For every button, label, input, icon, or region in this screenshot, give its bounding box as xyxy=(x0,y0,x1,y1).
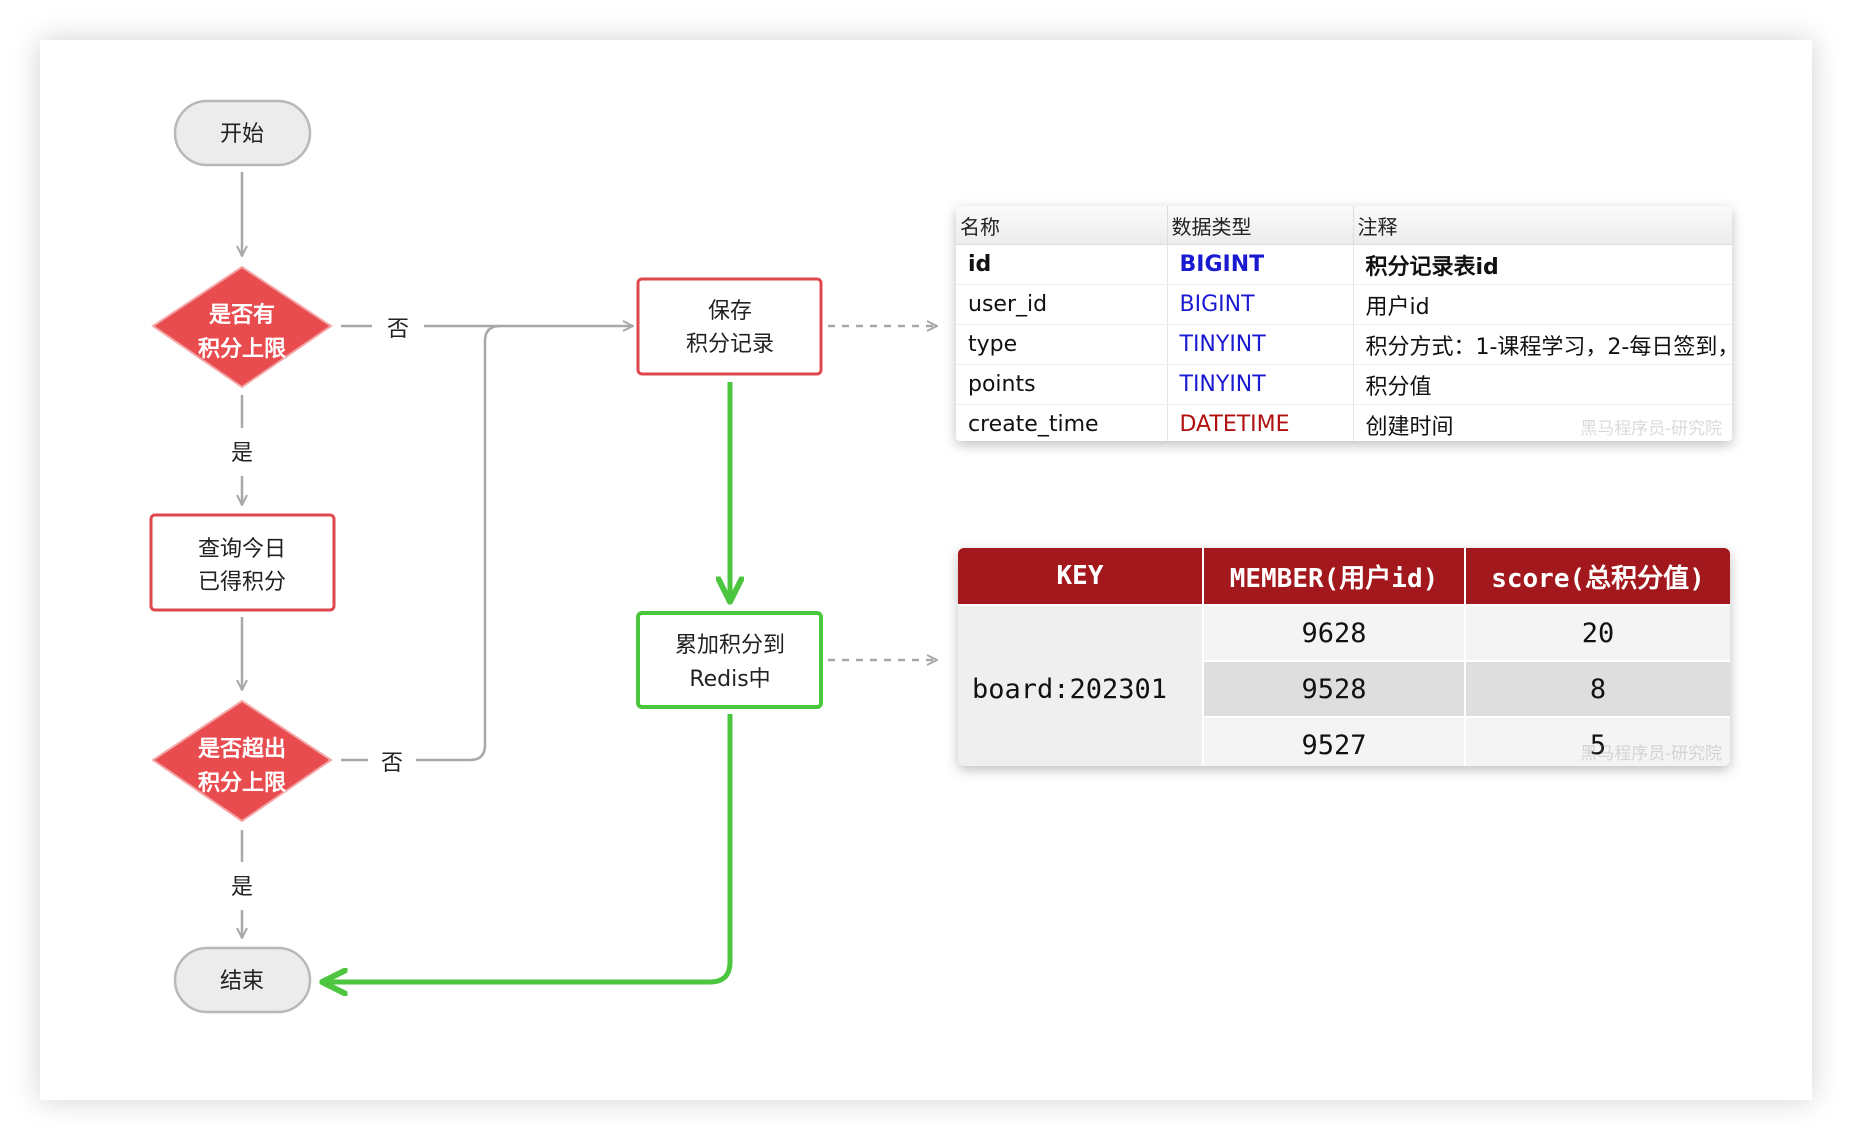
schema-header-comment: 注释 xyxy=(1353,206,1732,245)
redis-row: 9527 5 xyxy=(958,716,1730,766)
process-query-points xyxy=(149,513,336,612)
schema-table-panel: 名称 数据类型 注释 id BIGINT 积分记录表id user_id BIG… xyxy=(956,206,1732,441)
schema-cell-type: BIGINT xyxy=(1167,284,1354,325)
redis-watermark: 黑马程序员-研究院 xyxy=(1580,744,1722,764)
label-cond1-no: 否 xyxy=(387,317,409,342)
redis-row: 9528 8 xyxy=(958,660,1730,717)
label-cond1-yes: 是 xyxy=(231,441,253,466)
schema-table: 名称 数据类型 注释 id BIGINT 积分记录表id user_id BIG… xyxy=(956,206,1732,441)
redis-cell-score: 8 xyxy=(1465,660,1730,717)
schema-cell-comment: 用户id xyxy=(1353,284,1732,325)
start-label: 开始 xyxy=(220,122,264,147)
schema-row: type TINYINT 积分方式：1-课程学习，2-每日签到， xyxy=(956,324,1732,365)
schema-cell-comment: 创建时间 xyxy=(1353,404,1732,441)
process-save-line2: 积分记录 xyxy=(686,332,774,357)
schema-row: id BIGINT 积分记录表id xyxy=(956,244,1732,285)
redis-header-score: score(总积分值) xyxy=(1465,548,1730,605)
process-query-line1: 查询今日 xyxy=(198,537,286,562)
decision-has-limit-line2: 积分上限 xyxy=(198,337,286,362)
redis-cell-member: 9527 xyxy=(1203,716,1466,766)
redis-table: KEY MEMBER(用户id) score(总积分值) board:20230… xyxy=(958,548,1730,766)
process-redis-line1: 累加积分到 xyxy=(675,633,785,658)
schema-header-type: 数据类型 xyxy=(1167,206,1354,245)
schema-cell-type: TINYINT xyxy=(1167,364,1354,405)
end-label: 结束 xyxy=(220,969,264,994)
schema-cell-type: DATETIME xyxy=(1167,404,1354,441)
schema-watermark: 黑马程序员-研究院 xyxy=(1580,419,1722,439)
process-save-line1: 保存 xyxy=(708,299,752,324)
process-save-record xyxy=(636,277,823,376)
schema-cell-type: BIGINT xyxy=(1167,244,1354,285)
decision-has-limit-line1: 是否有 xyxy=(209,302,275,328)
schema-cell-type: TINYINT xyxy=(1167,324,1354,365)
decision-exceed-line1: 是否超出 xyxy=(198,737,286,762)
schema-cell-name: user_id xyxy=(956,284,1168,325)
redis-cell-member: 9528 xyxy=(1203,660,1466,717)
redis-header-row: KEY MEMBER(用户id) score(总积分值) xyxy=(958,548,1730,605)
redis-cell-score: 5 xyxy=(1465,716,1730,766)
decision-has-limit xyxy=(151,265,333,389)
label-cond2-no: 否 xyxy=(381,751,403,776)
edge-cond2-no-route xyxy=(416,324,501,762)
schema-header-row: 名称 数据类型 注释 xyxy=(956,206,1732,245)
redis-cell-key: board:202301 xyxy=(958,604,1204,766)
schema-cell-name: points xyxy=(956,364,1168,405)
redis-cell-member: 9628 xyxy=(1203,604,1466,661)
end-node xyxy=(173,946,312,1014)
redis-row: board:202301 9628 20 xyxy=(958,604,1730,766)
label-cond2-yes: 是 xyxy=(231,875,253,900)
decision-exceed-limit xyxy=(151,699,333,823)
green-redis-to-end xyxy=(322,714,733,982)
schema-row: user_id BIGINT 用户id xyxy=(956,284,1732,325)
process-query-line2: 已得积分 xyxy=(198,570,286,595)
schema-cell-name: create_time xyxy=(956,404,1168,441)
redis-table-panel: KEY MEMBER(用户id) score(总积分值) board:20230… xyxy=(958,548,1730,766)
redis-header-key: KEY xyxy=(958,548,1204,605)
process-redis-line2: Redis中 xyxy=(689,667,770,692)
redis-header-member: MEMBER(用户id) xyxy=(1203,548,1466,605)
schema-row: create_time DATETIME 创建时间 xyxy=(956,404,1732,441)
schema-header-name: 名称 xyxy=(956,206,1168,245)
decision-exceed-line2: 积分上限 xyxy=(198,771,286,796)
schema-cell-comment: 积分记录表id xyxy=(1353,244,1732,285)
schema-cell-comment: 积分值 xyxy=(1353,364,1732,405)
schema-cell-name: id xyxy=(956,244,1168,285)
redis-cell-score: 20 xyxy=(1465,604,1730,661)
start-node xyxy=(173,99,312,167)
process-redis-accumulate xyxy=(636,611,823,709)
schema-row: points TINYINT 积分值 xyxy=(956,364,1732,405)
schema-cell-name: type xyxy=(956,324,1168,365)
schema-cell-comment: 积分方式：1-课程学习，2-每日签到， xyxy=(1353,324,1732,365)
